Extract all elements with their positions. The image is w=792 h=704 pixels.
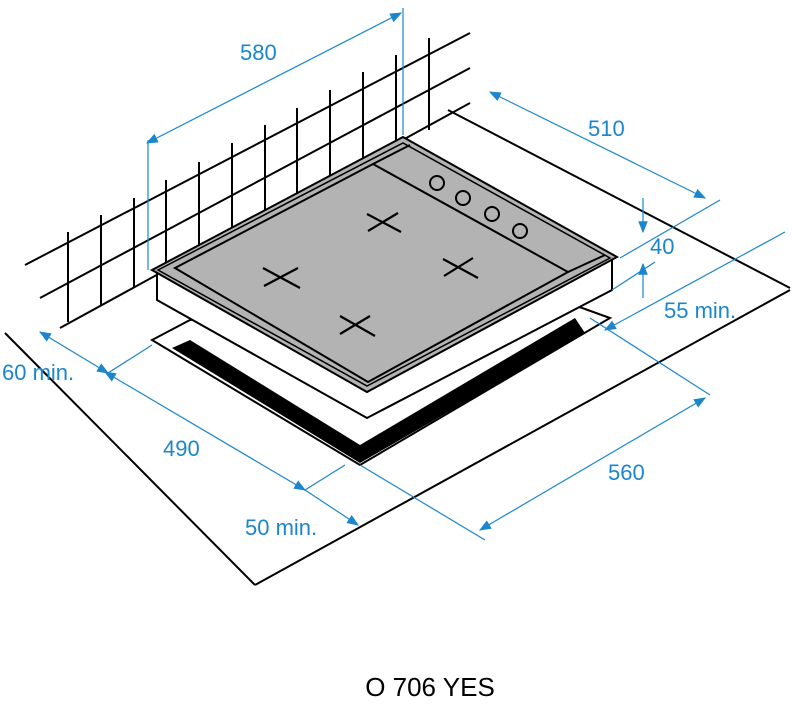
dim-side-clearance: 60 min. [2,360,75,385]
burner-front [339,315,376,337]
dim-cutout-depth: 490 [163,436,200,461]
model-title: O 706 YES [365,672,495,702]
burner-back [366,212,402,233]
dimension-lines [38,8,786,541]
dim-cutout-width: 560 [608,460,645,485]
dim-depth: 510 [588,116,625,141]
dim-front-clearance: 50 min. [245,515,318,540]
hob [149,135,620,420]
dim-height: 40 [650,234,675,259]
burners [262,212,479,337]
control-knobs [429,175,528,239]
burner-left [262,267,301,289]
burner-right [442,257,479,279]
dim-width: 580 [240,40,277,65]
dim-rear-clearance: 55 min. [664,298,737,323]
